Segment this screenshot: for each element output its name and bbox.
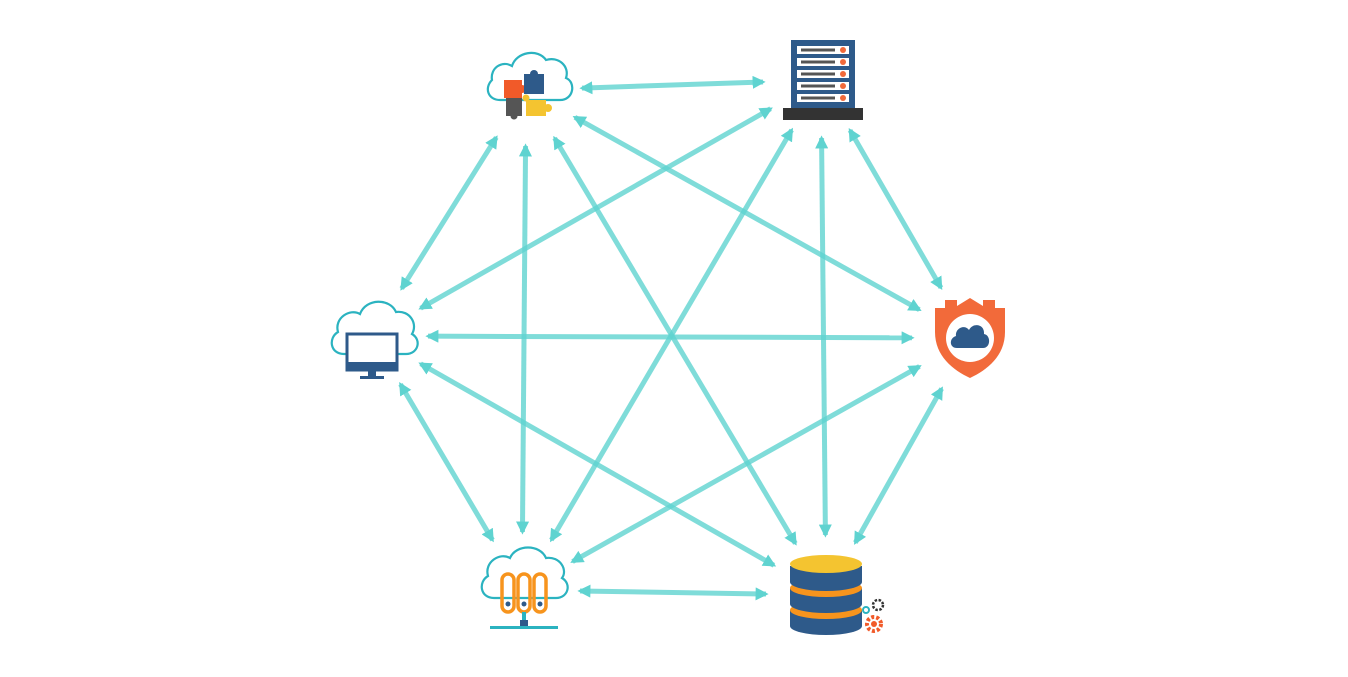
rack-slot-bar — [801, 96, 835, 100]
connector-cloud-puzzle-cloud-monitor — [399, 135, 499, 291]
rack-led — [840, 59, 846, 65]
cloud-storage-network-icon — [480, 546, 569, 629]
rack-slot-bar — [801, 72, 835, 76]
connector-cloud-storage-database — [577, 584, 769, 601]
connector-cloud-puzzle-cloud-shield — [572, 115, 922, 312]
gear-icon — [862, 598, 885, 633]
database-gears-icon — [790, 555, 885, 635]
connector-cloud-shield-cloud-storage — [570, 364, 922, 564]
rack-slot-bar — [801, 48, 835, 52]
connector-cloud-shield-database — [853, 386, 944, 545]
cloud-shield-icon — [935, 298, 1005, 378]
server-rack-icon — [783, 40, 863, 120]
connector-server-rack-cloud-monitor — [418, 106, 773, 311]
rack-led — [840, 95, 846, 101]
rack-slot-bar — [801, 84, 835, 88]
rack-slot-bar — [801, 60, 835, 64]
connector-cloud-puzzle-database — [552, 135, 798, 546]
rack-led — [840, 47, 846, 53]
connector-cloud-monitor-cloud-storage — [398, 381, 495, 543]
connector-cloud-monitor-database — [418, 361, 777, 568]
rack-led — [840, 71, 846, 77]
connector-server-rack-cloud-shield — [847, 127, 944, 291]
connector-cloud-monitor-cloud-shield — [425, 329, 915, 345]
cloud-monitor-icon — [330, 300, 419, 379]
cloud-puzzle-icon — [486, 51, 574, 120]
connector-arrows — [398, 75, 944, 601]
rack-led — [840, 83, 846, 89]
connector-cloud-puzzle-server-rack — [579, 75, 766, 95]
